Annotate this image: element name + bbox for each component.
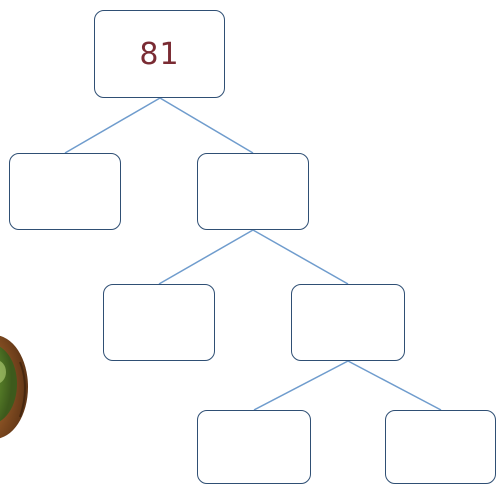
root-value: 81 (139, 36, 180, 72)
connector-root-right (159, 97, 254, 154)
tree-node-level1-left[interactable] (9, 153, 121, 230)
connector-root-left (64, 97, 161, 154)
tree-node-level2-left[interactable] (103, 284, 215, 361)
connector-r1-right (252, 229, 349, 285)
connector-r2-left (253, 360, 349, 411)
wooden-bowl-icon (0, 335, 28, 439)
tree-node-level3-left[interactable] (197, 410, 311, 484)
tree-node-level3-right[interactable] (385, 410, 496, 484)
connector-r1-left (158, 229, 254, 285)
connector-r2-right (347, 360, 442, 411)
tree-node-root: 81 (94, 10, 225, 98)
tree-node-level2-right[interactable] (291, 284, 405, 361)
tree-node-level1-right[interactable] (197, 153, 309, 230)
